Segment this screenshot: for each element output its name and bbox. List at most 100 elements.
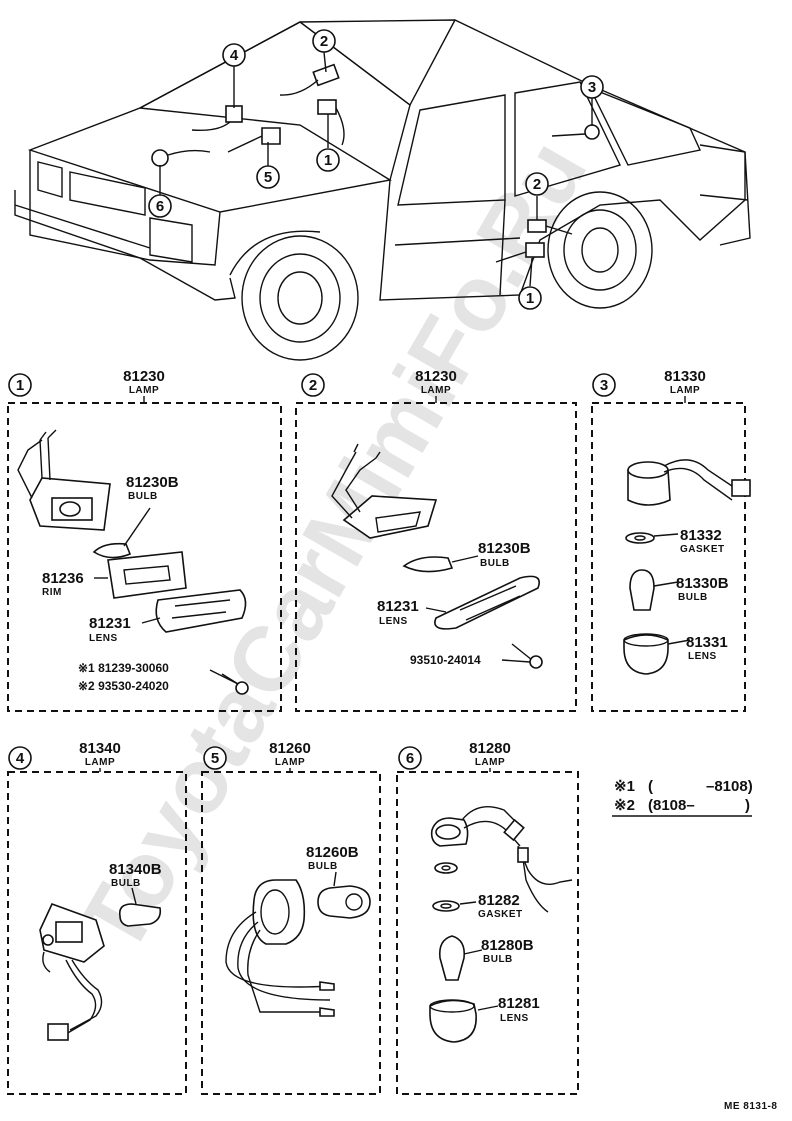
lens-81231 (434, 575, 540, 630)
rim-81236 (107, 551, 187, 599)
label-bulb-name: BULB (111, 878, 141, 889)
label-bulb-name: BULB (678, 592, 708, 603)
panel-1: 1 81230 LAMP 81230B BULB 81236 RIM 81231… (7, 368, 282, 712)
label-rim-name: RIM (42, 587, 62, 598)
label-bulb-part: 81340B (109, 861, 162, 878)
socket (627, 469, 671, 506)
label-gasket-part: 81332 (680, 527, 722, 544)
label-lens-name: LENS (379, 616, 408, 627)
callout-number: 1 (526, 290, 534, 307)
callout-number: 2 (533, 176, 541, 193)
label-bulb-name: BULB (483, 954, 513, 965)
panel-3-frame (591, 402, 746, 712)
bulb-81230b (402, 556, 454, 573)
bulb-81280b (438, 935, 466, 981)
callout-number: 3 (588, 79, 596, 96)
gasket-81282 (432, 900, 460, 912)
panel-6: 6 81280 LAMP 81282 GASKET 81280B BULB 81… (396, 740, 579, 1095)
panel-part-number: 81340 (79, 740, 121, 757)
callout-4-overview: 4 (222, 43, 246, 67)
label-bulb-part: 81330B (676, 575, 729, 592)
panel-part-name: LAMP (421, 385, 451, 396)
label-lens-name: LENS (688, 651, 717, 662)
label-bulb-name: BULB (480, 558, 510, 569)
label-bulb-part: 81280B (481, 937, 534, 954)
note-1-open: ( (648, 778, 653, 795)
panel-number: 4 (16, 750, 25, 767)
bulb-81330b (629, 569, 655, 611)
label-bulb-name: BULB (128, 491, 158, 502)
panel-part-number: 81260 (269, 740, 311, 757)
gasket-81332 (625, 532, 655, 544)
panel-part-number: 81280 (469, 740, 511, 757)
label-rim-part: 81236 (42, 570, 84, 587)
panel-part-number: 81230 (415, 368, 457, 385)
callout-number: 5 (264, 169, 272, 186)
lens-81331 (623, 634, 669, 675)
label-gasket-name: GASKET (478, 909, 523, 920)
label-bulb-part: 81260B (306, 844, 359, 861)
panel-4-frame (7, 771, 187, 1095)
panel-part-name: LAMP (475, 757, 505, 768)
panel-part-name: LAMP (85, 757, 115, 768)
callout-2-overview-front: 2 (312, 29, 336, 53)
panel-number: 2 (309, 377, 317, 394)
panel-2-frame (295, 402, 577, 712)
car-overview-illustration (14, 19, 751, 361)
lens-81281 (429, 999, 477, 1043)
label-lens-name: LENS (89, 633, 118, 644)
note-1-mark: ※1 (614, 778, 635, 795)
panel-1-frame (7, 402, 282, 712)
lamp-housing (342, 495, 438, 539)
label-gasket-name: GASKET (680, 544, 725, 555)
panel-part-number: 81330 (664, 368, 706, 385)
serial-notes: ※1 ( –8108) ※2 (8108– ) (612, 778, 753, 817)
panel-2: 2 81230 LAMP 81230B BULB 81231 LENS 9351… (295, 368, 577, 712)
label-screw: 93510-24014 (410, 653, 481, 667)
panel-number: 1 (16, 377, 24, 394)
label-lens-name: LENS (500, 1013, 529, 1024)
label-lens-part: 81231 (377, 598, 419, 615)
bulb-81340b (118, 903, 162, 927)
callout-2-overview-side: 2 (525, 172, 549, 196)
panel-6-frame (396, 771, 579, 1095)
screw-81239 (235, 681, 249, 695)
callout-6-overview: 6 (148, 194, 172, 218)
label-lens-part: 81331 (686, 634, 728, 651)
panel-number: 5 (211, 750, 219, 767)
note-2-mark: ※2 (614, 797, 635, 814)
screw-93510 (529, 655, 543, 669)
label-bulb-part: 81230B (478, 540, 531, 557)
callout-number: 1 (324, 152, 332, 169)
panel-part-number: 81230 (123, 368, 165, 385)
label-bulb-name: BULB (308, 861, 338, 872)
panel-5: 5 81260 LAMP 81260B BULB (201, 740, 381, 1095)
label-screw-1: ※1 81239-30060 (78, 661, 169, 675)
panel-part-name: LAMP (275, 757, 305, 768)
callout-1-overview-front: 1 (316, 148, 340, 172)
callout-3-overview: 3 (580, 75, 604, 99)
footer-code: ME 8131-8 (724, 1101, 777, 1112)
panel-part-name: LAMP (129, 385, 159, 396)
bulb-81230b (92, 542, 132, 559)
panel-number: 6 (406, 750, 414, 767)
callout-5-overview: 5 (256, 165, 280, 189)
label-screw-2: ※2 93530-24020 (78, 679, 169, 693)
note-1-close: –8108) (706, 778, 753, 795)
callout-number: 4 (230, 47, 239, 64)
callout-number: 6 (156, 198, 164, 215)
label-bulb-part: 81230B (126, 474, 179, 491)
panel-5-frame (201, 771, 381, 1095)
note-2-open: (8108– (648, 797, 695, 814)
panel-number: 3 (600, 377, 608, 394)
label-lens-part: 81281 (498, 995, 540, 1012)
note-2-close: ) (745, 797, 750, 814)
panel-part-name: LAMP (670, 385, 700, 396)
label-gasket-part: 81282 (478, 892, 520, 909)
callout-number: 2 (320, 33, 328, 50)
panel-3: 3 81330 LAMP 81332 GASKET 81330B BULB 81… (591, 368, 751, 712)
label-lens-part: 81231 (89, 615, 131, 632)
callout-1-overview-side: 1 (518, 286, 542, 310)
